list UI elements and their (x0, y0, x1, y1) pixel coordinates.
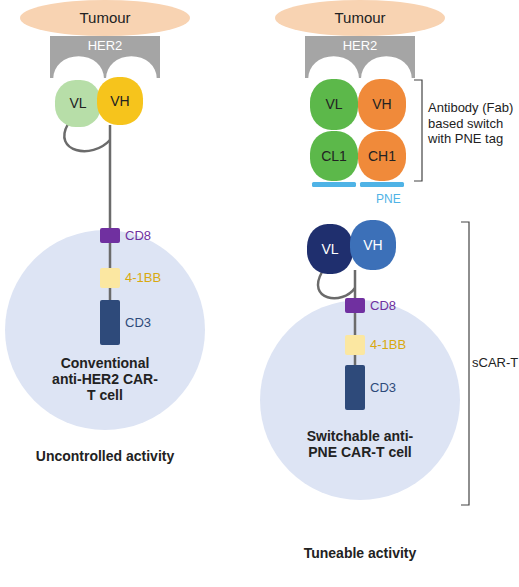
variable-domain: VH (97, 77, 143, 125)
t-cell: Switchable anti-PNE CAR-T cell 4-1BB CD3 (260, 300, 460, 500)
variable-domain: VL (307, 224, 353, 274)
t-cell: Conventional anti-HER2 CAR-T cell 4-1BB CD… (5, 230, 205, 430)
signal-domain: CD8 (345, 298, 365, 313)
domain-label: VL (325, 96, 342, 112)
variable-domain: VH (358, 79, 406, 130)
signal-domain: 4-1BB (345, 335, 365, 355)
tumour-ellipse: Tumour (275, 0, 445, 36)
stalk-connector (354, 270, 357, 298)
stalk-connector (109, 125, 112, 228)
signal-domain: CD8 (100, 228, 120, 243)
pne-tag (360, 182, 404, 187)
constant-domain: CL1 (310, 131, 358, 181)
annotation-label: Uncontrolled activity (5, 448, 205, 465)
domain-label: CD8 (370, 298, 396, 313)
domain-label: HER2 (305, 39, 415, 54)
signal-domain: 4-1BB (100, 268, 120, 288)
domain-label: CD8 (125, 228, 151, 243)
cell-label: Switchable anti-PNE CAR-T cell (304, 428, 416, 460)
her2-receptor: HER2 (305, 36, 415, 78)
domain-label: 4-1BB (125, 271, 161, 286)
annotation-label: sCAR-T (472, 355, 519, 371)
annotation-label: PNE (376, 192, 416, 206)
domain-label: VL (69, 95, 86, 111)
variable-domain: VL (55, 80, 101, 127)
variable-domain: VH (350, 220, 396, 270)
domain-label: CH1 (368, 148, 396, 164)
bracket (461, 222, 469, 505)
shape-fill (275, 0, 445, 36)
shape-fill (20, 0, 190, 36)
domain-label: VH (372, 96, 391, 112)
shape-fill (5, 230, 205, 430)
domain-label: Tumour (79, 9, 130, 26)
her2-receptor: HER2 (50, 36, 160, 78)
cell-label: Conventional anti-HER2 CAR-T cell (49, 355, 161, 403)
tumour-ellipse: Tumour (20, 0, 190, 36)
linker-loop (64, 124, 110, 151)
domain-label: VH (363, 237, 382, 253)
domain-label: CD3 (370, 380, 396, 395)
signal-domain: CD3 (345, 365, 365, 410)
domain-label: VH (110, 93, 129, 109)
constant-domain: CH1 (358, 131, 406, 181)
shape-fill (260, 300, 460, 500)
pne-tag (312, 182, 356, 187)
domain-label: Tumour (334, 9, 385, 26)
variable-domain: VL (310, 79, 358, 130)
bracket (414, 80, 422, 181)
domain-label: HER2 (50, 39, 160, 54)
linker-loop (318, 272, 355, 298)
domain-label: 4-1BB (370, 338, 406, 353)
signal-domain: CD3 (100, 300, 120, 345)
annotation-label: Antibody (Fab) based switch with PNE tag (428, 100, 518, 147)
domain-label: VL (321, 241, 338, 257)
annotation-label: Tuneable activity (260, 545, 460, 562)
domain-label: CL1 (321, 148, 347, 164)
domain-label: CD3 (125, 315, 151, 330)
